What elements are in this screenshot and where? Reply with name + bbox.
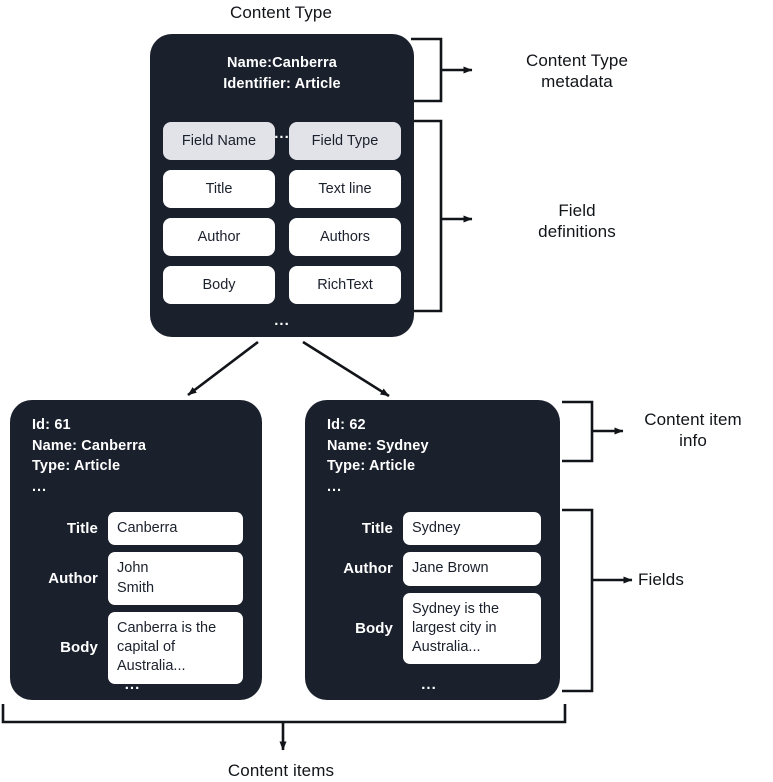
content-item-type: Type: Article — [327, 458, 416, 475]
field-type-cell: Text line — [289, 170, 401, 208]
field-name-cell: Author — [163, 218, 275, 256]
bracket-content-type-metadata — [411, 37, 473, 103]
field-value: Sydney — [403, 512, 541, 546]
arrow-to-item-1 — [302, 340, 390, 398]
annotation-field-definitions: Field definitions — [538, 201, 616, 242]
field-table-header-row: Field Name Field Type — [163, 122, 401, 160]
bracket-field-definitions — [411, 119, 473, 313]
field-type-cell: RichText — [289, 266, 401, 304]
content-item-info: Id: 62 Name: Sydney Type: Article ... — [327, 415, 429, 497]
content-item-field-row[interactable]: Author John Smith — [22, 552, 243, 605]
field-label: Body — [60, 639, 98, 657]
bracket-content-item-info — [562, 400, 624, 463]
field-value: John Smith — [108, 552, 243, 605]
content-item-card[interactable]: Id: 61 Name: Canberra Type: Article ... … — [10, 400, 262, 700]
content-item-field-row[interactable]: Body Canberra is the capital of Australi… — [22, 611, 243, 684]
field-definitions-table: Field Name Field Type Title Text line Au… — [163, 122, 401, 314]
content-item-info-ellipsis: ... — [327, 478, 343, 495]
footer-label: Content items — [227, 761, 335, 780]
field-label: Title — [66, 520, 98, 538]
content-item-field-row[interactable]: Body Sydney is the largest city in Austr… — [317, 592, 541, 665]
content-item-field-row[interactable]: Title Canberra — [22, 512, 243, 546]
content-item-field-row[interactable]: Author Jane Brown — [317, 552, 541, 586]
field-label: Author — [343, 560, 393, 578]
content-item-info-ellipsis: ... — [32, 478, 48, 495]
bracket-content-items — [1, 704, 567, 751]
content-item-id: Id: 61 — [32, 417, 71, 433]
content-item-bottom-ellipsis: ... — [421, 676, 437, 693]
field-table-row[interactable]: Title Text line — [163, 170, 401, 208]
content-item-name: Name: Sydney — [327, 437, 429, 454]
arrow-to-item-0 — [187, 340, 259, 397]
content-type-metadata-ellipsis: ... — [274, 125, 290, 142]
content-type-name: Name:Canberra — [227, 55, 337, 71]
field-value: Sydney is the largest city in Australia.… — [403, 592, 541, 665]
content-item-id: Id: 62 — [327, 417, 366, 433]
field-table-row[interactable]: Body RichText — [163, 266, 401, 304]
content-item-bottom-ellipsis: ... — [124, 676, 141, 693]
column-header-field-name: Field Name — [163, 122, 275, 160]
content-type-metadata: Name:Canberra Identifier: Article — [150, 53, 414, 95]
bracket-fields — [562, 508, 633, 693]
content-item-name: Name: Canberra — [32, 437, 147, 454]
content-item-type: Type: Article — [32, 458, 121, 475]
content-item-fields: Title Sydney Author Jane Brown Body Sydn… — [317, 512, 541, 671]
field-value: Canberra — [108, 512, 243, 546]
content-type-bottom-ellipsis: ... — [274, 312, 290, 329]
field-name-cell: Title — [163, 170, 275, 208]
field-name-cell: Body — [163, 266, 275, 304]
annotation-fields: Fields — [638, 570, 684, 589]
field-type-cell: Authors — [289, 218, 401, 256]
column-header-field-type: Field Type — [289, 122, 401, 160]
annotation-content-type-metadata: Content Type metadata — [525, 51, 628, 92]
content-item-card[interactable]: Id: 62 Name: Sydney Type: Article ... Ti… — [305, 400, 560, 700]
field-label: Body — [355, 619, 393, 637]
annotation-content-item-info: Content item info — [644, 410, 742, 451]
field-label: Author — [48, 570, 98, 588]
content-type-identifier: Identifier: Article — [223, 76, 341, 93]
content-item-fields: Title Canberra Author John Smith Body Ca… — [22, 512, 243, 691]
content-item-field-row[interactable]: Title Sydney — [317, 512, 541, 546]
content-item-info: Id: 61 Name: Canberra Type: Article ... — [32, 415, 146, 497]
page-title: Content Type — [229, 3, 332, 22]
field-value: Jane Brown — [403, 552, 541, 586]
field-label: Title — [361, 520, 393, 538]
field-table-row[interactable]: Author Authors — [163, 218, 401, 256]
field-value: Canberra is the capital of Australia... — [108, 611, 243, 684]
content-type-card[interactable]: Name:Canberra Identifier: Article ... Fi… — [150, 34, 414, 337]
